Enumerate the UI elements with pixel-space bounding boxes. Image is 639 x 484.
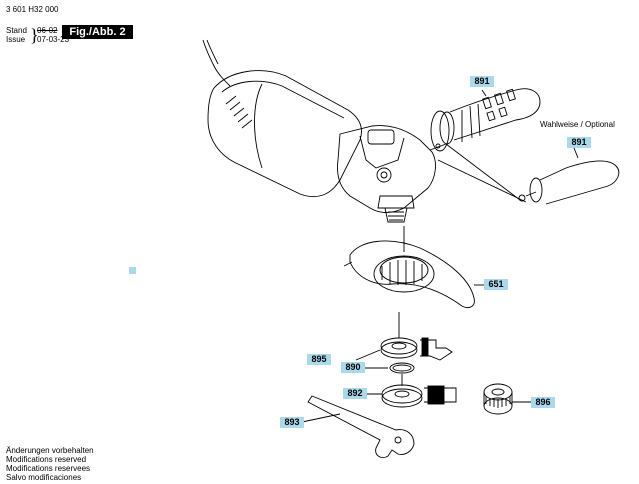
leader-895 xyxy=(355,349,381,361)
footer-line-en: Modifications reserved xyxy=(6,455,87,464)
callout-896: 896 xyxy=(531,397,555,408)
two-pin-spanner xyxy=(307,395,415,459)
side-handle-optional xyxy=(518,160,620,205)
power-cord xyxy=(202,39,231,87)
callout-895: 895 xyxy=(307,354,331,365)
o-ring xyxy=(389,362,415,374)
callout-891-top: 891 xyxy=(470,76,494,87)
figure-label: Fig./Abb. 2 xyxy=(62,25,133,39)
side-handle-top xyxy=(430,88,541,152)
wheel-guard xyxy=(343,226,475,309)
brace-symbol: } xyxy=(30,25,39,45)
angle-grinder-body xyxy=(207,70,447,223)
issue-label: Issue xyxy=(6,35,26,44)
clamping-flange xyxy=(380,312,453,361)
quick-clamping-nut xyxy=(483,383,513,415)
optional-note: Wahlweise / Optional xyxy=(540,120,615,129)
callout-893: 893 xyxy=(280,417,304,428)
footer-line-de: Änderungen vorbehalten xyxy=(6,446,94,455)
callout-891-optional: 891 xyxy=(567,137,591,148)
clamping-nut xyxy=(381,374,457,408)
stand-label: Stand xyxy=(6,26,27,35)
callout-651: 651 xyxy=(484,279,508,290)
marker-square xyxy=(129,267,136,274)
leader-891-top xyxy=(481,89,487,97)
leader-893 xyxy=(301,413,341,423)
leader-891-optional xyxy=(573,147,579,159)
issue-date: 07-03-23 xyxy=(37,35,70,44)
callout-892: 892 xyxy=(343,388,367,399)
callout-890: 890 xyxy=(341,362,365,373)
document-number: 3 601 H32 000 xyxy=(6,5,59,14)
footer-line-es: Salvo modificaciones xyxy=(6,473,82,482)
stand-date-struck: 06-02 xyxy=(37,26,58,35)
footer-line-fr: Modifications reservees xyxy=(6,464,91,473)
